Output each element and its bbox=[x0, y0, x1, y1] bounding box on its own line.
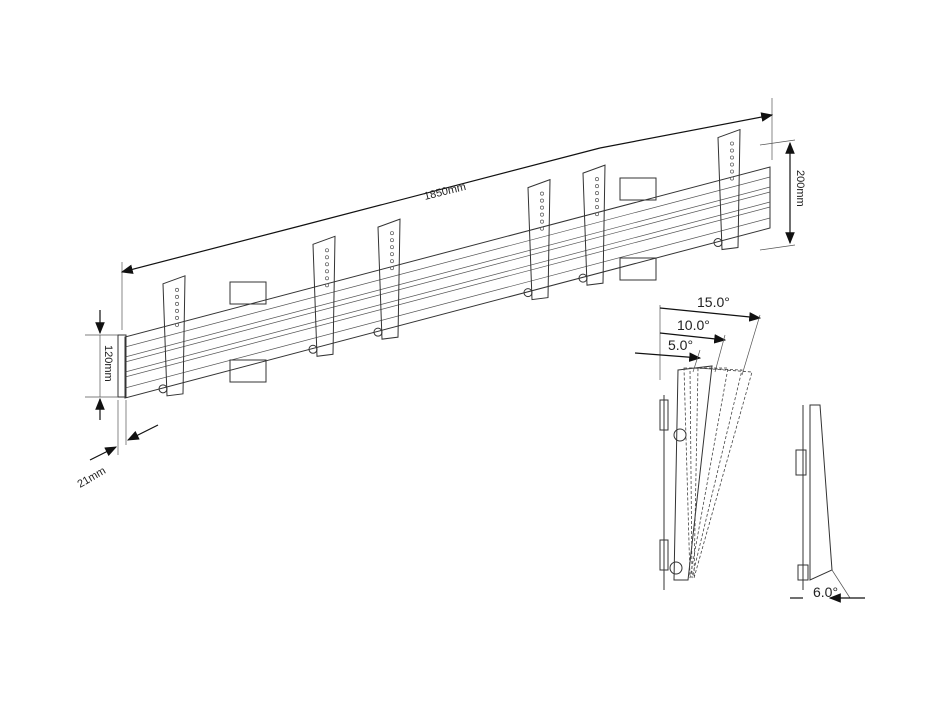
tilt-5-label: 5.0° bbox=[668, 337, 693, 353]
side-profile-view: 6.0° bbox=[790, 404, 865, 603]
bracket bbox=[578, 164, 606, 286]
height-right-label: 200mm bbox=[794, 170, 806, 207]
bracket bbox=[308, 235, 336, 357]
tilt-10-label: 10.0° bbox=[677, 317, 710, 333]
bracket bbox=[373, 218, 401, 340]
length-dimension: 1850mm bbox=[120, 98, 774, 330]
height-left-label: 120mm bbox=[102, 345, 114, 382]
mounting-rail bbox=[117, 166, 771, 399]
tilt-15-label: 15.0° bbox=[697, 294, 730, 310]
tilt-brackets bbox=[158, 128, 741, 397]
bracket bbox=[158, 275, 186, 397]
tilt-side-view: 15.0° 10.0° 5.0° bbox=[634, 294, 762, 590]
height-dimension-right: 200mm bbox=[759, 139, 806, 251]
depth-dimension: 21mm bbox=[76, 400, 159, 491]
side-angle-label: 6.0° bbox=[813, 584, 838, 600]
depth-label: 21mm bbox=[76, 465, 108, 491]
height-dimension-left: 120mm bbox=[85, 310, 118, 420]
bracket bbox=[523, 178, 551, 301]
length-label: 1850mm bbox=[423, 181, 467, 203]
bracket bbox=[713, 128, 741, 251]
wall-plates bbox=[229, 177, 657, 383]
